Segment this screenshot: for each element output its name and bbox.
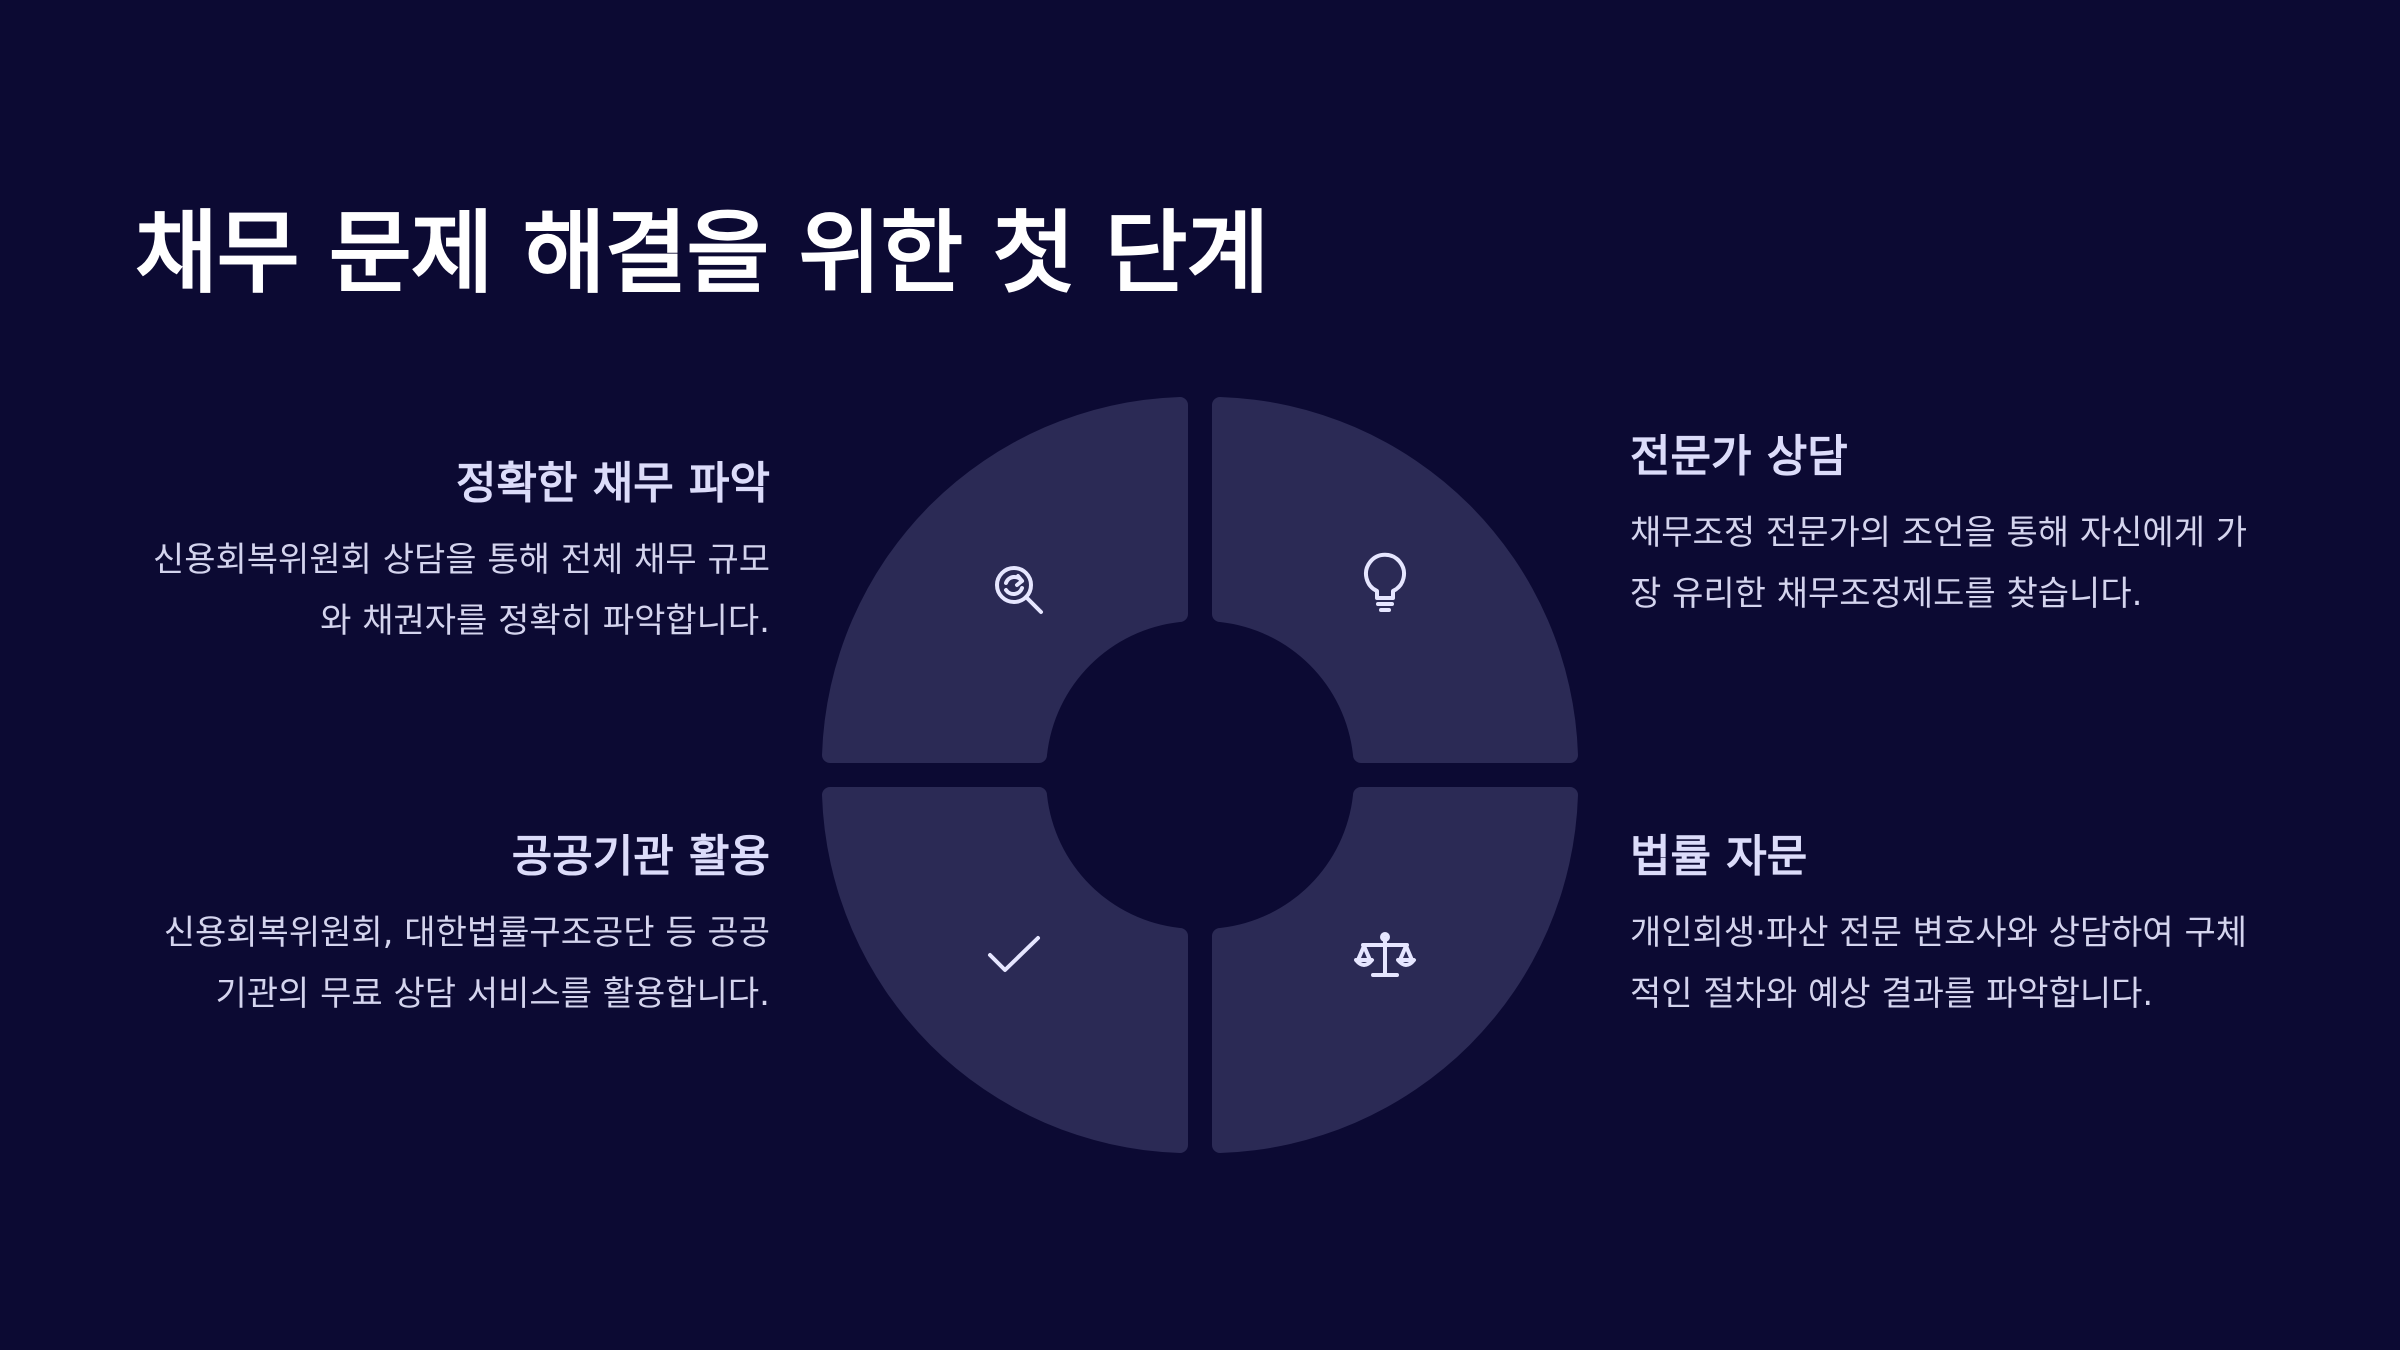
step-heading-top-left: 정확한 채무 파악: [456, 458, 770, 509]
step-block-bottom-right: 법률 자문 개인회생·파산 전문 변호사와 상담하여 구체적인 절차와 예상 결…: [1630, 828, 2250, 1025]
checkmark-icon: [988, 936, 1040, 972]
scales-icon: [1354, 932, 1416, 977]
slide-title: 채무 문제 해결을 위한 첫 단계: [135, 201, 1269, 306]
step-heading-bottom-right: 법률 자문: [1630, 831, 1808, 882]
step-block-bottom-left: 공공기관 활용 신용회복위원회, 대한법률구조공단 등 공공기관의 무료 상담 …: [150, 828, 770, 1025]
segment-top-right: [1212, 397, 1578, 763]
step-description-bottom-left: 신용회복위원회, 대한법률구조공단 등 공공기관의 무료 상담 서비스를 활용합…: [163, 913, 770, 1015]
step-block-top-right: 전문가 상담 채무조정 전문가의 조언을 통해 자신에게 가장 유리한 채무조정…: [1630, 428, 2250, 625]
segment-bottom-right: [1212, 787, 1578, 1153]
step-heading-top-right: 전문가 상담: [1630, 431, 1848, 482]
step-heading-bottom-left: 공공기관 활용: [511, 831, 770, 882]
step-description-top-left: 신용회복위원회 상담을 통해 전체 채무 규모와 채권자를 정확히 파악합니다.: [152, 540, 770, 642]
step-block-top-left: 정확한 채무 파악 신용회복위원회 상담을 통해 전체 채무 규모와 채권자를 …: [150, 455, 770, 652]
segment-top-left: [822, 397, 1188, 763]
step-description-top-right: 채무조정 전문가의 조언을 통해 자신에게 가장 유리한 채무조정제도를 찾습니…: [1630, 513, 2248, 615]
search-icon: [995, 566, 1043, 614]
lightbulb-icon: [1364, 552, 1406, 612]
step-description-bottom-right: 개인회생·파산 전문 변호사와 상담하여 구체적인 절차와 예상 결과를 파악합…: [1630, 913, 2248, 1015]
process-ring: [822, 397, 1578, 1153]
